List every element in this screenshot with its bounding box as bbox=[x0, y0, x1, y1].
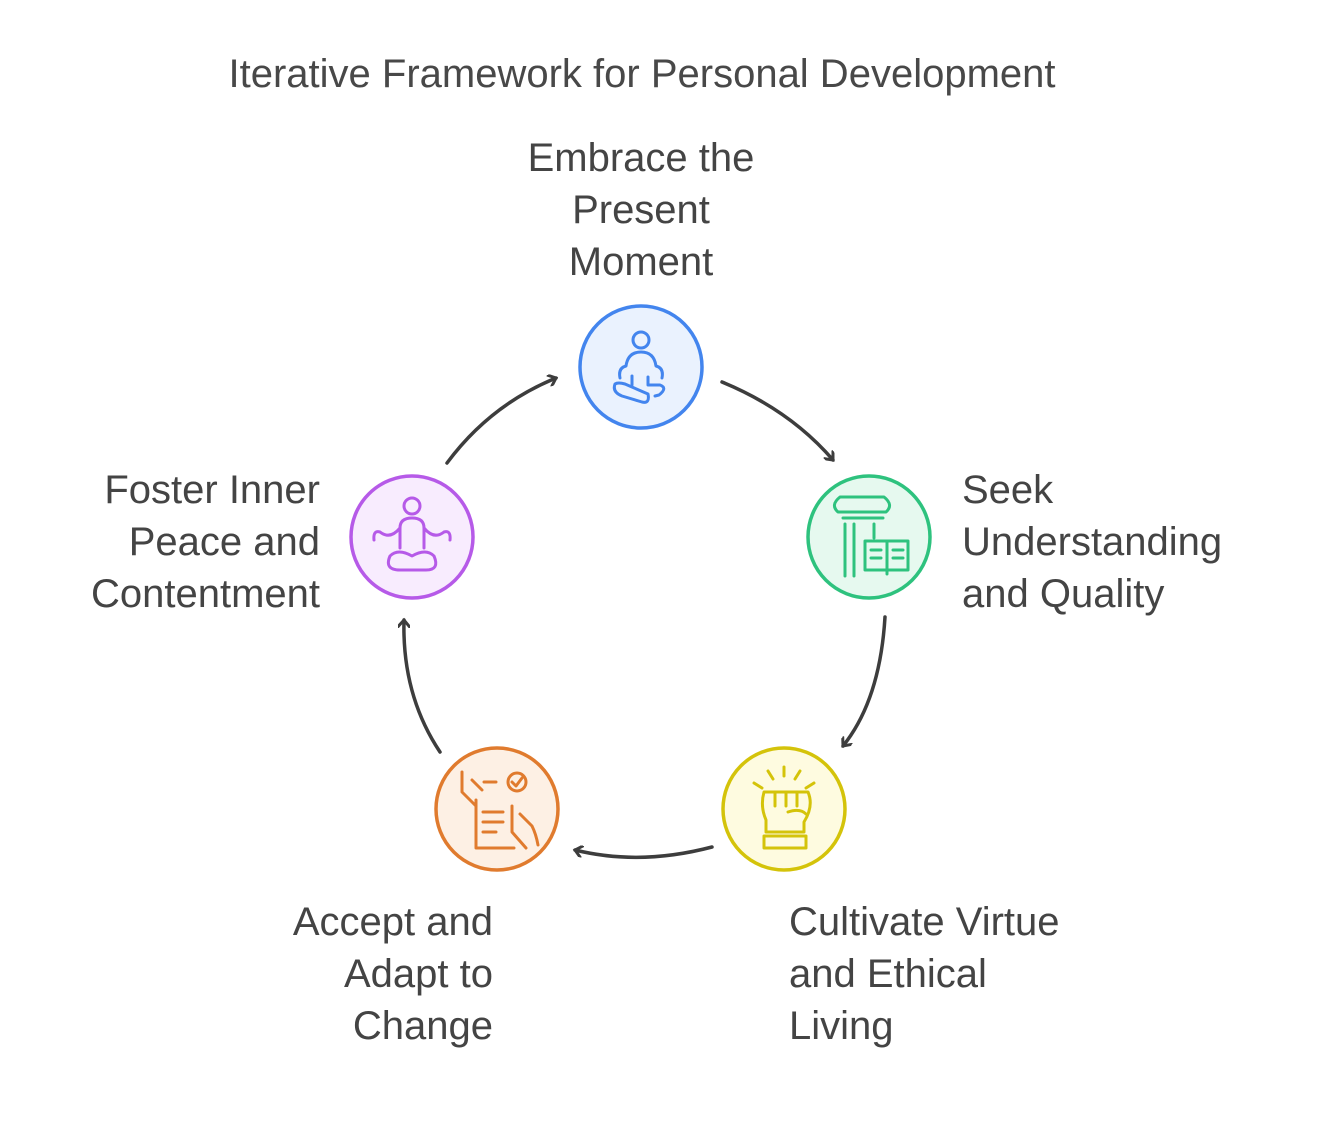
label-line: Seek bbox=[962, 468, 1054, 512]
label-line: and Ethical bbox=[789, 952, 987, 996]
arrow-embrace-to-seek bbox=[720, 380, 835, 462]
raised-fist-icon bbox=[752, 765, 816, 850]
diagram-title: Iterative Framework for Personal Develop… bbox=[228, 52, 1056, 96]
step-label-seek: Seek Understanding and Quality bbox=[962, 464, 1222, 620]
label-line: and Quality bbox=[962, 572, 1165, 616]
label-line: Present bbox=[572, 188, 710, 232]
label-line: Moment bbox=[568, 240, 714, 284]
checklist-hands-icon bbox=[460, 770, 540, 850]
column-book-icon bbox=[833, 495, 910, 578]
label-line: Understanding bbox=[962, 520, 1223, 564]
label-line: Accept and bbox=[292, 900, 493, 944]
label-line: Cultivate Virtue bbox=[789, 900, 1060, 944]
step-label-cultivate: Cultivate Virtue and Ethical Living bbox=[789, 896, 1060, 1052]
lotus-meditation-icon bbox=[372, 496, 452, 572]
label-line: Change bbox=[352, 1004, 493, 1048]
step-label-embrace: Embrace the Present Moment bbox=[490, 132, 792, 288]
label-line: Contentment bbox=[90, 572, 320, 616]
arrow-seek-to-cultivate bbox=[843, 615, 887, 746]
label-line: Foster Inner bbox=[104, 468, 320, 512]
label-line: Living bbox=[789, 1004, 894, 1048]
label-line: Peace and bbox=[128, 520, 320, 564]
arrow-accept-to-foster bbox=[404, 620, 442, 754]
step-node-seek bbox=[806, 474, 932, 600]
step-label-accept: Accept and Adapt to Change bbox=[193, 896, 493, 1052]
step-node-cultivate bbox=[721, 746, 847, 872]
label-line: Adapt to bbox=[343, 952, 493, 996]
step-node-accept bbox=[434, 746, 560, 872]
step-node-foster bbox=[349, 474, 475, 600]
label-line: Embrace the bbox=[527, 136, 755, 180]
meditating-person-icon bbox=[612, 330, 666, 404]
arrow-cultivate-to-accept bbox=[575, 847, 714, 860]
step-label-foster: Foster Inner Peace and Contentment bbox=[20, 464, 320, 620]
step-node-embrace bbox=[578, 304, 704, 430]
arrow-foster-to-embrace bbox=[445, 378, 556, 465]
